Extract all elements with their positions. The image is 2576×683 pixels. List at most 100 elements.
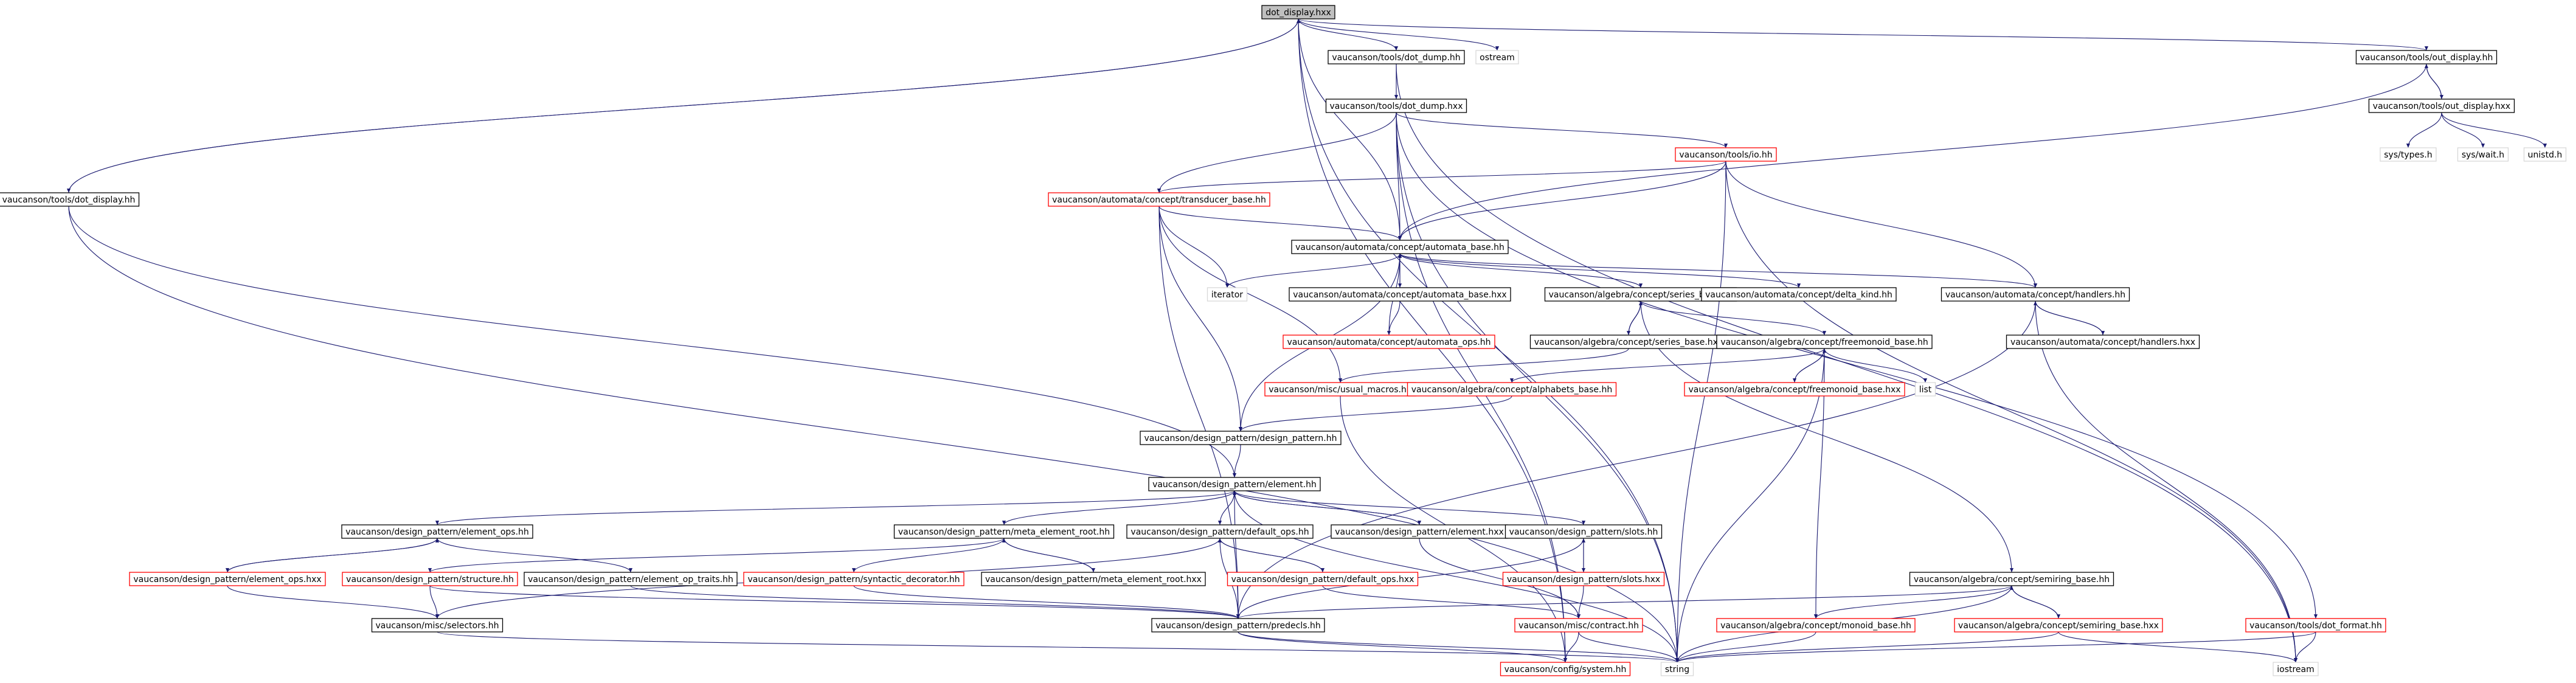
node-vaucanson-misc-contract-hh[interactable]: vaucanson/misc/contract.hh xyxy=(1514,618,1643,633)
node-vaucanson-tools-io-hh[interactable]: vaucanson/tools/io.hh xyxy=(1675,147,1777,162)
node-iterator[interactable]: iterator xyxy=(1207,287,1248,302)
edge-freemonoid-base-hh-to-alphabets-base-hh xyxy=(1510,348,1825,383)
node-box xyxy=(743,572,964,586)
node-vaucanson-algebra-concept-semiring-base-hh[interactable]: vaucanson/algebra/concept/semiring_base.… xyxy=(1909,572,2114,586)
node-vaucanson-design-pattern-element-op-traits-hh[interactable]: vaucanson/design_pattern/element_op_trai… xyxy=(524,572,738,586)
node-box xyxy=(0,192,140,207)
node-box xyxy=(1684,382,1905,397)
node-box xyxy=(1140,431,1342,445)
edge-tools-dot-display-hh-to-element-hh xyxy=(68,206,1237,478)
edge-tools-out-display-hxx-to-tools-out-display-hh xyxy=(2424,63,2442,100)
node-vaucanson-design-pattern-slots-hxx[interactable]: vaucanson/design_pattern/slots.hxx xyxy=(1502,572,1665,586)
edge-tools-out-display-hxx-to-unistd-h xyxy=(2441,112,2547,148)
node-vaucanson-design-pattern-design-pattern-hh[interactable]: vaucanson/design_pattern/design_pattern.… xyxy=(1140,431,1342,445)
node-vaucanson-design-pattern-default-ops-hh[interactable]: vaucanson/design_pattern/default_ops.hh xyxy=(1126,524,1314,539)
node-vaucanson-design-pattern-meta-element-root-hh[interactable]: vaucanson/design_pattern/meta_element_ro… xyxy=(893,524,1115,539)
node-label: vaucanson/design_pattern/design_pattern.… xyxy=(1144,434,1337,443)
node-sys-wait-h[interactable]: sys/wait.h xyxy=(2457,147,2509,162)
node-vaucanson-design-pattern-element-hh[interactable]: vaucanson/design_pattern/element.hh xyxy=(1148,477,1321,491)
edge-element-hh-to-default-ops-hh xyxy=(1217,490,1235,525)
node-vaucanson-design-pattern-element-hxx[interactable]: vaucanson/design_pattern/element.hxx xyxy=(1331,524,1508,539)
node-box xyxy=(1675,147,1777,162)
node-vaucanson-design-pattern-structure-hh[interactable]: vaucanson/design_pattern/structure.hh xyxy=(342,572,518,586)
node-box xyxy=(1660,662,1694,676)
node-vaucanson-design-pattern-element-ops-hh[interactable]: vaucanson/design_pattern/element_ops.hh xyxy=(341,524,533,539)
node-vaucanson-algebra-concept-freemonoid-base-hh[interactable]: vaucanson/algebra/concept/freemonoid_bas… xyxy=(1716,335,1933,349)
node-box xyxy=(341,524,533,539)
node-vaucanson-design-pattern-meta-element-root-hxx[interactable]: vaucanson/design_pattern/meta_element_ro… xyxy=(981,572,1206,586)
node-vaucanson-automata-concept-delta-kind-hh[interactable]: vaucanson/automata/concept/delta_kind.hh xyxy=(1701,287,1897,302)
edge-series-base-hh-to-freemonoid-base-hh xyxy=(1640,300,1827,336)
edge-element-op-traits-hh-to-predecls-hh xyxy=(630,585,1240,619)
node-box xyxy=(1954,618,2163,633)
node-box xyxy=(129,572,326,586)
node-vaucanson-misc-usual-macros-hh[interactable]: vaucanson/misc/usual_macros.hh xyxy=(1264,382,1416,397)
node-label: vaucanson/design_pattern/meta_element_ro… xyxy=(898,527,1110,537)
node-box xyxy=(981,572,1206,586)
node-vaucanson-design-pattern-default-ops-hxx[interactable]: vaucanson/design_pattern/default_ops.hxx xyxy=(1227,572,1419,586)
node-vaucanson-algebra-concept-alphabets-base-hh[interactable]: vaucanson/algebra/concept/alphabets_base… xyxy=(1407,382,1617,397)
node-vaucanson-tools-dot-display-hh[interactable]: vaucanson/tools/dot_display.hh xyxy=(0,192,140,207)
node-vaucanson-algebra-concept-monoid-base-hh[interactable]: vaucanson/algebra/concept/monoid_base.hh xyxy=(1716,618,1916,633)
node-box xyxy=(1716,335,1933,349)
node-unistd-h[interactable]: unistd.h xyxy=(2523,147,2567,162)
node-label: vaucanson/automata/concept/automata_base… xyxy=(1295,243,1504,252)
edge-dot-format-hh-to-string xyxy=(1675,631,2316,663)
node-label: vaucanson/algebra/concept/monoid_base.hh xyxy=(1720,621,1911,631)
node-sys-types-h[interactable]: sys/types.h xyxy=(2380,147,2437,162)
node-box xyxy=(1048,192,1270,207)
edge-dot-display-hxx-to-ostream xyxy=(1298,18,1499,51)
edge-structure-hh-to-predecls-hh xyxy=(429,585,1240,619)
node-vaucanson-algebra-concept-series-base-hxx[interactable]: vaucanson/algebra/concept/series_base.hx… xyxy=(1529,335,1728,349)
node-label: vaucanson/tools/out_display.hh xyxy=(2360,53,2493,63)
node-vaucanson-misc-selectors-hh[interactable]: vaucanson/misc/selectors.hh xyxy=(371,618,504,633)
node-label: vaucanson/design_pattern/element.hxx xyxy=(1335,527,1504,537)
node-vaucanson-design-pattern-syntactic-decorator-hh[interactable]: vaucanson/design_pattern/syntactic_decor… xyxy=(743,572,964,586)
node-box xyxy=(1325,99,1467,113)
node-vaucanson-config-system-hh[interactable]: vaucanson/config/system.hh xyxy=(1500,662,1631,676)
node-label: dot_display.hxx xyxy=(1265,8,1331,18)
node-label: vaucanson/design_pattern/element_ops.hh xyxy=(345,527,529,537)
edge-element-ops-hh-to-element-op-traits-hh xyxy=(437,538,633,573)
node-vaucanson-tools-dot-dump-hxx[interactable]: vaucanson/tools/dot_dump.hxx xyxy=(1325,99,1467,113)
edge-dot-format-hh-to-iostream xyxy=(2293,631,2316,663)
node-vaucanson-design-pattern-element-ops-hxx[interactable]: vaucanson/design_pattern/element_ops.hxx xyxy=(129,572,326,586)
edge-selectors-hh-to-string xyxy=(437,631,1679,663)
node-box xyxy=(1407,382,1617,397)
node-vaucanson-algebra-concept-series-base-hh[interactable]: vaucanson/algebra/concept/series_base.hh xyxy=(1544,287,1737,302)
node-vaucanson-design-pattern-predecls-hh[interactable]: vaucanson/design_pattern/predecls.hh xyxy=(1151,618,1325,633)
node-vaucanson-tools-dot-format-hh[interactable]: vaucanson/tools/dot_format.hh xyxy=(2245,618,2386,633)
node-vaucanson-algebra-concept-semiring-base-hxx[interactable]: vaucanson/algebra/concept/semiring_base.… xyxy=(1954,618,2163,633)
edge-semiring-base-hh-to-predecls-hh xyxy=(1236,585,2012,619)
edge-transducer-base-hh-to-design-pattern-hh xyxy=(1158,206,1243,432)
node-vaucanson-tools-dot-dump-hh[interactable]: vaucanson/tools/dot_dump.hh xyxy=(1328,50,1465,64)
node-iostream[interactable]: iostream xyxy=(2273,662,2319,676)
node-vaucanson-design-pattern-slots-hh[interactable]: vaucanson/design_pattern/slots.hh xyxy=(1504,524,1663,539)
node-vaucanson-automata-concept-transducer-base-hh[interactable]: vaucanson/automata/concept/transducer_ba… xyxy=(1048,192,1270,207)
node-list[interactable]: list xyxy=(1914,382,1936,397)
node-string[interactable]: string xyxy=(1660,662,1694,676)
node-label: vaucanson/tools/out_display.hxx xyxy=(2373,102,2510,111)
edge-transducer-base-hh-to-usual-macros-hh xyxy=(1158,206,1343,383)
edge-dot-display-hxx-to-tools-out-display-hh xyxy=(1298,18,2428,51)
node-dot-display-hxx[interactable]: dot_display.hxx xyxy=(1261,5,1335,19)
node-vaucanson-automata-concept-automata-base-hh[interactable]: vaucanson/automata/concept/automata_base… xyxy=(1291,240,1509,254)
node-label: vaucanson/algebra/concept/series_base.hx… xyxy=(1534,338,1723,347)
node-vaucanson-automata-concept-automata-base-hxx[interactable]: vaucanson/automata/concept/automata_base… xyxy=(1289,287,1511,302)
node-label: vaucanson/tools/dot_dump.hxx xyxy=(1330,102,1463,111)
node-ostream[interactable]: ostream xyxy=(1475,50,1519,64)
node-vaucanson-tools-out-display-hxx[interactable]: vaucanson/tools/out_display.hxx xyxy=(2368,99,2515,113)
node-vaucanson-automata-concept-handlers-hh[interactable]: vaucanson/automata/concept/handlers.hh xyxy=(1941,287,2130,302)
node-box xyxy=(1283,335,1495,349)
node-label: vaucanson/automata/concept/automata_ops.… xyxy=(1287,338,1491,347)
edge-tools-io-hh-to-string xyxy=(1675,161,1726,663)
header-nodes: dot_display.hxx vaucanson/tools/dot_dump.… xyxy=(0,5,2567,676)
node-vaucanson-tools-out-display-hh[interactable]: vaucanson/tools/out_display.hh xyxy=(2355,50,2498,64)
node-label: vaucanson/tools/dot_format.hh xyxy=(2249,621,2382,631)
node-vaucanson-automata-concept-handlers-hxx[interactable]: vaucanson/automata/concept/handlers.hxx xyxy=(2006,335,2200,349)
node-vaucanson-algebra-concept-freemonoid-base-hxx[interactable]: vaucanson/algebra/concept/freemonoid_bas… xyxy=(1684,382,1905,397)
node-box xyxy=(342,572,518,586)
node-vaucanson-automata-concept-automata-ops-hh[interactable]: vaucanson/automata/concept/automata_ops.… xyxy=(1283,335,1495,349)
node-label: vaucanson/automata/concept/handlers.hh xyxy=(1945,290,2125,300)
